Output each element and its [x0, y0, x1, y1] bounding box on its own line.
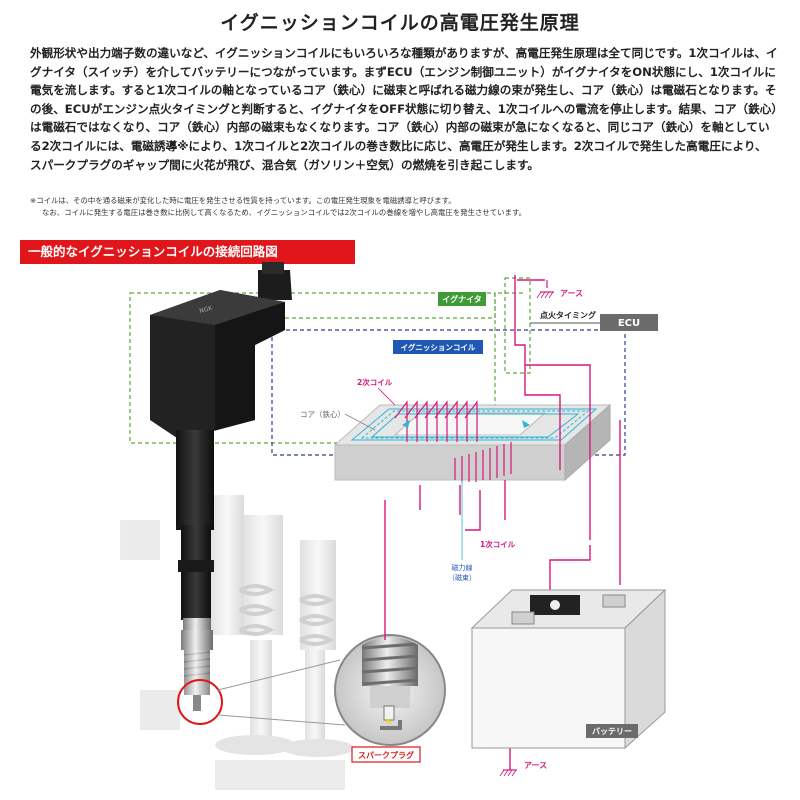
ecu-box: ECU [600, 314, 658, 331]
igniter-frame [504, 277, 531, 374]
spark-plug-zoom [334, 634, 446, 746]
flux-label-2: （磁束） [448, 573, 476, 582]
ignition-coil-body: NGK [150, 262, 292, 711]
footnote-1: ※コイルは、その中を通る磁束が変化した時に電圧を発生させる性質を持っています。こ… [30, 196, 456, 205]
primary-coil-windings [454, 442, 512, 482]
plug-tip-highlight [177, 679, 223, 725]
svg-text:イグナイタ: イグナイタ [442, 294, 482, 304]
svg-text:ECU: ECU [618, 318, 640, 329]
secondary-coil-label: 2次コイル [357, 377, 393, 387]
core-label: コア（鉄心） [300, 409, 345, 419]
footnote-2: なお、コイルに発生する電圧は巻き数に比例して高くなるため、イグニッションコイルで… [42, 208, 526, 217]
svg-text:イグニッションコイル: イグニッションコイル [401, 342, 476, 352]
page-title: イグニッションコイルの高電圧発生原理 [220, 12, 580, 34]
earth-label-bottom: アース [524, 761, 547, 770]
coil-brand-mark: NGK [199, 305, 214, 315]
ignition-coil-label: イグニッションコイル [393, 340, 483, 354]
battery-label: バッテリー [586, 724, 638, 738]
earth-label-top: アース [560, 289, 583, 298]
earth-symbol-bottom [499, 769, 517, 777]
svg-text:バッテリー: バッテリー [592, 727, 632, 736]
section-heading: 一般的なイグニッションコイルの接続回路図 [20, 240, 355, 264]
earth-symbol-top [536, 280, 554, 299]
body-text: 外観形状や出力端子数の違いなど、イグニッションコイルにもいろいろな種類があります… [30, 46, 778, 172]
svg-text:スパークプラグ: スパークプラグ [358, 750, 414, 760]
battery [470, 588, 667, 750]
spark-plug-label: スパークプラグ [351, 746, 421, 763]
primary-coil-label: 1次コイル [480, 539, 516, 549]
flux-label-1: 磁力線 [452, 563, 473, 572]
iron-core [333, 403, 612, 482]
ignition-timing-label: 点火タイミング [540, 310, 596, 320]
secondary-coil-windings [394, 400, 478, 442]
igniter-label: イグナイタ [438, 292, 486, 306]
coil-frame [129, 292, 496, 444]
engine-background [120, 495, 354, 790]
circuit-diagram: NGK スパークプラグ [120, 262, 667, 790]
magnetic-flux-lines [350, 408, 598, 441]
footnotes: ※コイルは、その中を通る磁束が変化した時に電圧を発生させる性質を持っています。こ… [30, 195, 778, 219]
ignition-coil-frame [271, 329, 626, 456]
